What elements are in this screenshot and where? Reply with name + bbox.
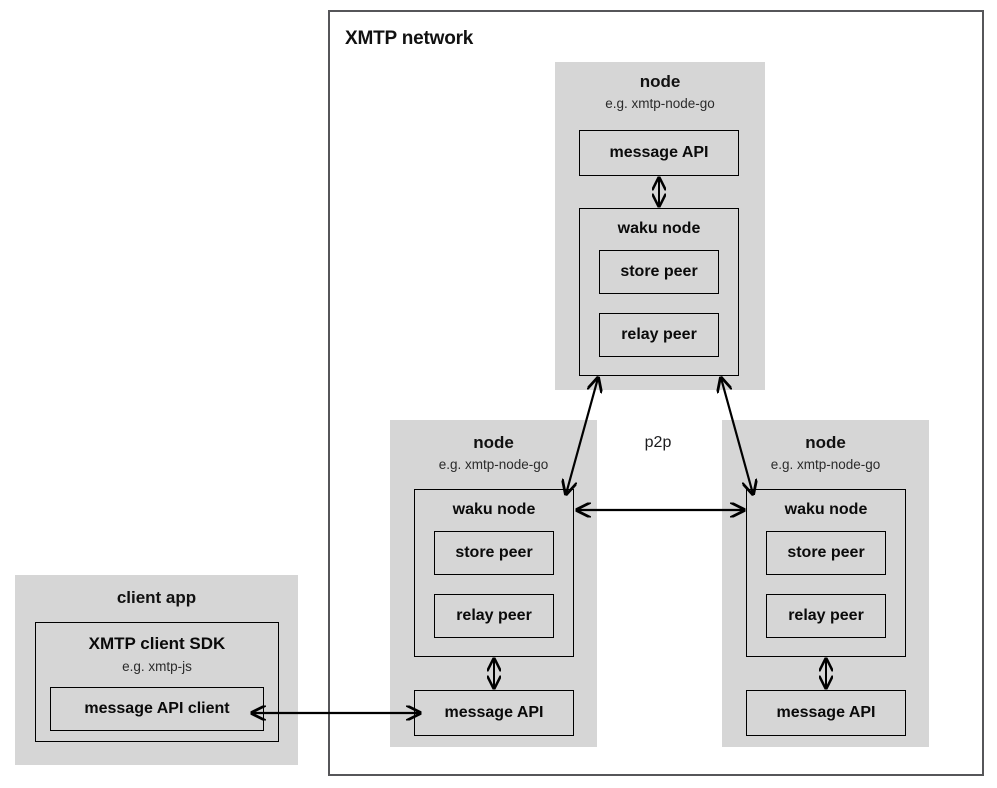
node-top-title: node [639, 72, 681, 91]
node-top-store-peer[interactable]: store peer [599, 250, 719, 294]
xmtp-client-sdk[interactable]: XMTP client SDK e.g. xmtp-js message API… [35, 622, 279, 742]
node-top-store-peer-label: store peer [620, 263, 698, 280]
node-bottom-left-store-peer-label: store peer [455, 544, 533, 561]
node-top-subtitle: e.g. xmtp-node-go [605, 96, 715, 111]
node-bottom-right-relay-peer-label: relay peer [788, 607, 864, 624]
node-bottom-right: node e.g. xmtp-node-go waku node store p… [722, 420, 929, 747]
node-bottom-right-store-peer-label: store peer [787, 544, 865, 561]
node-top-relay-peer[interactable]: relay peer [599, 313, 719, 357]
node-bottom-left-waku-node-title: waku node [452, 501, 536, 518]
xmtp-network-title: XMTP network [345, 28, 474, 49]
xmtp-network-frame [328, 10, 984, 776]
node-bottom-left-message-api[interactable]: message API [414, 690, 574, 736]
client-app-title: client app [116, 588, 197, 607]
node-bottom-left-relay-peer-label: relay peer [456, 607, 532, 624]
node-bottom-left-message-api-label: message API [444, 704, 544, 721]
node-top-relay-peer-label: relay peer [621, 326, 697, 343]
node-bottom-left: node e.g. xmtp-node-go waku node store p… [390, 420, 597, 747]
node-bottom-right-message-api-label: message API [776, 704, 876, 721]
node-bottom-left-title: node [473, 433, 514, 452]
node-top-message-api[interactable]: message API [579, 130, 739, 176]
node-bottom-right-message-api[interactable]: message API [746, 690, 906, 736]
node-bottom-right-waku-node-title: waku node [784, 501, 868, 518]
xmtp-client-sdk-title: XMTP client SDK [88, 634, 226, 653]
node-bottom-left-relay-peer[interactable]: relay peer [434, 594, 554, 638]
p2p-label: p2p [644, 434, 672, 451]
node-bottom-right-subtitle: e.g. xmtp-node-go [770, 457, 881, 472]
node-top-waku-node-title: waku node [617, 220, 701, 237]
node-bottom-left-store-peer[interactable]: store peer [434, 531, 554, 575]
node-bottom-right-store-peer[interactable]: store peer [766, 531, 886, 575]
node-bottom-left-subtitle: e.g. xmtp-node-go [438, 457, 549, 472]
node-top-message-api-label: message API [609, 144, 709, 161]
node-bottom-right-relay-peer[interactable]: relay peer [766, 594, 886, 638]
node-bottom-left-waku-node[interactable]: waku node store peer relay peer [414, 489, 574, 657]
node-bottom-right-waku-node[interactable]: waku node store peer relay peer [746, 489, 906, 657]
node-top: node e.g. xmtp-node-go message API waku … [555, 62, 765, 390]
message-api-client[interactable]: message API client [50, 687, 264, 731]
message-api-client-label: message API client [84, 700, 230, 717]
node-top-waku-node[interactable]: waku node store peer relay peer [579, 208, 739, 376]
xmtp-client-sdk-subtitle: e.g. xmtp-js [122, 659, 192, 674]
client-app: client app XMTP client SDK e.g. xmtp-js … [15, 575, 298, 765]
node-bottom-right-title: node [805, 433, 846, 452]
